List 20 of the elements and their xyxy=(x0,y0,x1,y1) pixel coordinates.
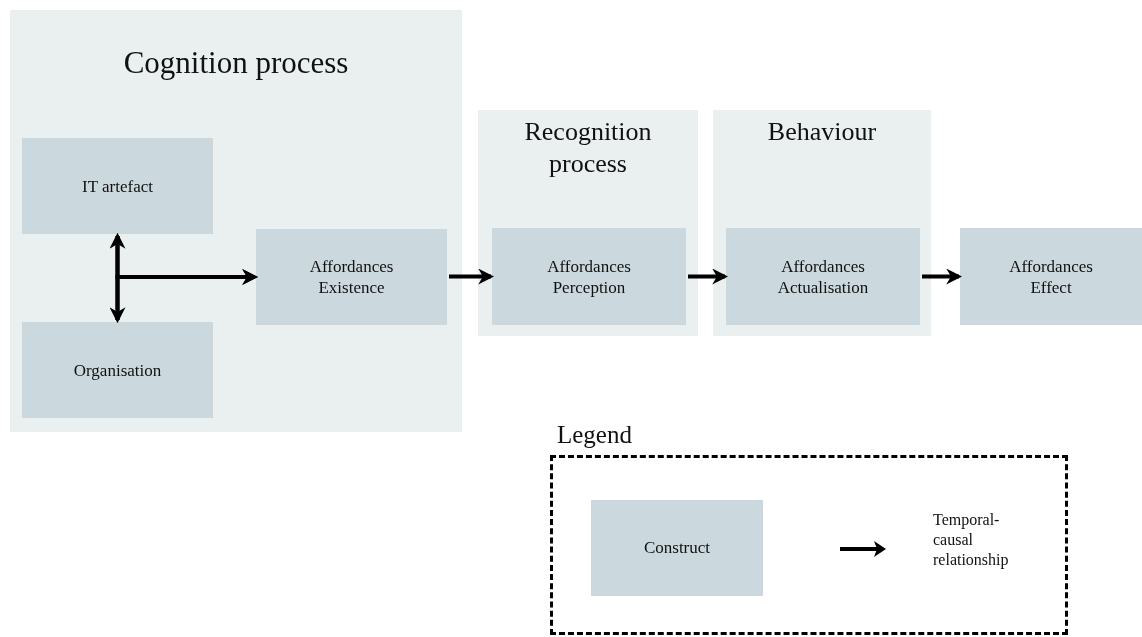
arrow xyxy=(449,268,495,285)
construct-box: IT artefact xyxy=(22,138,213,234)
double-arrow xyxy=(109,232,126,324)
group-title: Behaviour xyxy=(767,117,877,146)
group-title: Recognition process xyxy=(524,117,652,178)
group-panel xyxy=(478,110,698,336)
construct-box: Affordances Effect xyxy=(960,228,1142,325)
construct-box: Affordances Existence xyxy=(256,229,447,325)
construct-box: Affordances Actualisation xyxy=(726,228,920,325)
group-title: Cognition process xyxy=(123,45,349,80)
construct-box: Organisation xyxy=(22,322,213,418)
legend-text: Temporal-causal relationship xyxy=(933,510,1010,570)
arrow xyxy=(688,268,729,285)
arrow xyxy=(922,268,963,285)
arrow xyxy=(115,269,259,320)
group-panel xyxy=(713,110,931,336)
construct-box: Affordances Perception xyxy=(492,228,686,325)
group-panel xyxy=(10,10,462,432)
legend-title: Legend xyxy=(557,420,632,450)
legend-text: Construct xyxy=(643,537,711,560)
